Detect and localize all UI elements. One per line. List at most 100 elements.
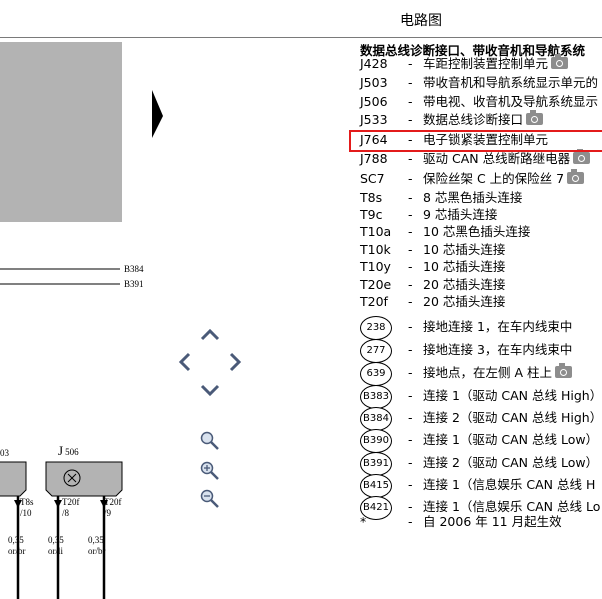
camera-icon[interactable] (526, 110, 544, 125)
zoom-search-icon[interactable] (200, 431, 219, 450)
camera-icon[interactable] (551, 54, 569, 69)
legend-code: T9c (360, 207, 383, 222)
pin-label: T20f/8 (62, 497, 80, 518)
wire-label: B391 (124, 279, 144, 289)
wire-arrow-icon (100, 500, 108, 508)
circled-code: 277 (360, 339, 392, 363)
legend-desc: 保险丝架 C 上的保险丝 7 (423, 169, 585, 188)
legend-title: 数据总线诊断接口、带收音机和导航系统 (360, 43, 586, 58)
legend-desc: 10 芯插头连接 (423, 242, 506, 257)
legend-code: J533 (360, 112, 388, 127)
circled-code: B384 (360, 407, 392, 431)
zoom-out-icon[interactable] (200, 489, 219, 508)
circled-code: 639 (360, 362, 392, 386)
legend-desc: 10 芯插头连接 (423, 259, 506, 274)
legend-dash: - (408, 514, 413, 529)
legend-desc: 驱动 CAN 总线断路继电器 (423, 149, 591, 168)
legend-dash: - (408, 171, 413, 186)
legend-dash: - (408, 455, 413, 470)
legend-dash: - (408, 94, 413, 109)
camera-icon[interactable] (567, 169, 585, 184)
circled-code: B390 (360, 429, 392, 453)
circled-code: B415 (360, 474, 392, 498)
legend-code: J788 (360, 151, 388, 166)
legend-dash: - (408, 432, 413, 447)
zoom-in-icon[interactable] (200, 461, 219, 480)
legend-dash: - (408, 294, 413, 309)
legend-dash: - (408, 342, 413, 357)
legend-desc: 20 芯插头连接 (423, 294, 506, 309)
legend-code: * (360, 514, 367, 529)
legend-dash: - (408, 388, 413, 403)
legend-code: T10k (360, 242, 391, 257)
legend-desc: 接地连接 3，在车内线束中 (423, 342, 573, 357)
wire-arrow-icon (14, 500, 22, 508)
legend-desc: 10 芯黑色插头连接 (423, 224, 531, 239)
legend-dash: - (408, 224, 413, 239)
legend-dash: - (408, 75, 413, 90)
pin-label: T8s/10 (20, 497, 34, 518)
component-j506 (45, 461, 123, 497)
legend-code: T10y (360, 259, 391, 274)
legend-dash: - (408, 56, 413, 71)
legend-dash: - (408, 499, 413, 514)
legend-desc: 连接 1（信息娱乐 CAN 总线 H (423, 477, 596, 492)
legend-desc: 20 芯插头连接 (423, 277, 506, 292)
transistor-symbol-icon (63, 469, 81, 487)
legend-code: T10a (360, 224, 392, 239)
component-block-gray (0, 42, 122, 222)
legend-desc: 连接 1（驱动 CAN 总线 High） (423, 388, 602, 403)
legend-code: J428 (360, 56, 388, 71)
pan-up-icon[interactable] (200, 328, 220, 341)
legend-dash: - (408, 207, 413, 222)
legend-dash: - (408, 112, 413, 127)
legend-desc: 车距控制装置控制单元 (423, 54, 569, 73)
expand-arrow-icon[interactable] (152, 90, 163, 138)
pin-label: T20f/9 (104, 497, 122, 518)
wire-label: B384 (124, 264, 144, 274)
legend-dash: - (408, 242, 413, 257)
pan-down-icon[interactable] (200, 384, 220, 397)
legend-desc: 数据总线诊断接口 (423, 110, 544, 129)
legend-dash: - (408, 319, 413, 334)
component-block-partial (0, 461, 27, 497)
legend-desc: 9 芯插头连接 (423, 207, 498, 222)
circled-code: 238 (360, 316, 392, 340)
legend-dash: - (408, 259, 413, 274)
legend-code: T8s (360, 190, 383, 205)
legend-desc: 带电视、收音机及导航系统显示 (423, 94, 599, 109)
legend-desc: 连接 1（驱动 CAN 总线 Low） (423, 432, 599, 447)
legend-dash: - (408, 410, 413, 425)
component-label-partial: 03 (0, 448, 10, 458)
legend-desc: 接地点，在左侧 A 柱上 (423, 363, 572, 382)
camera-icon[interactable] (555, 363, 572, 378)
legend-dash: - (408, 277, 413, 292)
legend-code: T20f (360, 294, 388, 309)
legend-desc: 8 芯黑色插头连接 (423, 190, 523, 205)
header-divider (0, 37, 602, 38)
legend-code: SC7 (360, 171, 385, 186)
legend-dash: - (408, 190, 413, 205)
circled-code: B391 (360, 452, 392, 476)
legend-desc: 连接 1（信息娱乐 CAN 总线 Lo (423, 499, 601, 514)
wire-arrow-icon (54, 500, 62, 508)
pan-right-icon[interactable] (229, 352, 242, 372)
legend-dash: - (408, 365, 413, 380)
camera-icon[interactable] (573, 149, 591, 164)
legend-code: J764 (360, 132, 388, 147)
highlight-box-j764 (349, 130, 602, 152)
pan-left-icon[interactable] (178, 352, 191, 372)
legend-code: J503 (360, 75, 388, 90)
legend-desc: 带收音机和导航系统显示单元的 (423, 75, 599, 90)
legend-desc: 电子锁紧装置控制单元 (423, 132, 549, 147)
legend-desc: 连接 2（驱动 CAN 总线 High） (423, 410, 602, 425)
circled-code: B383 (360, 385, 392, 409)
legend-dash: - (408, 151, 413, 166)
legend-desc: 连接 2（驱动 CAN 总线 Low） (423, 455, 599, 470)
legend-code: T20e (360, 277, 392, 292)
